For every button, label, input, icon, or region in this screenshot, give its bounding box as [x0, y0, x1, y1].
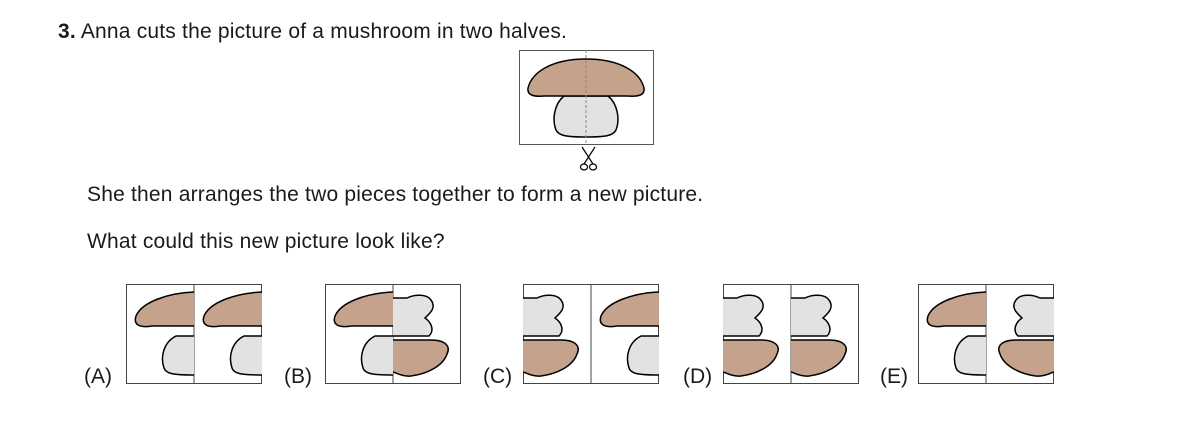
option-e-picture[interactable] [918, 284, 1055, 384]
option-label-b: (B) [284, 365, 312, 388]
question-intro-text: Anna cuts the picture of a mushroom in t… [80, 20, 568, 43]
question-intro: 3. Anna cuts the picture of a mushroom i… [58, 19, 567, 45]
question-line-ask: What could this new picture look like? [87, 230, 445, 253]
option-label-c: (C) [483, 365, 513, 388]
option-b-picture[interactable] [325, 284, 461, 384]
option-label-d: (D) [683, 365, 713, 388]
option-a-picture[interactable] [126, 284, 263, 384]
question-number: 3. [58, 20, 76, 43]
option-label-a: (A) [84, 365, 112, 388]
original-mushroom-picture [519, 50, 654, 145]
option-d-picture[interactable] [722, 284, 859, 384]
question-line-arrange: She then arranges the two pieces togethe… [87, 183, 704, 206]
option-label-e: (E) [880, 365, 908, 388]
scissors-icon [578, 145, 600, 173]
option-c-picture[interactable] [522, 284, 660, 384]
